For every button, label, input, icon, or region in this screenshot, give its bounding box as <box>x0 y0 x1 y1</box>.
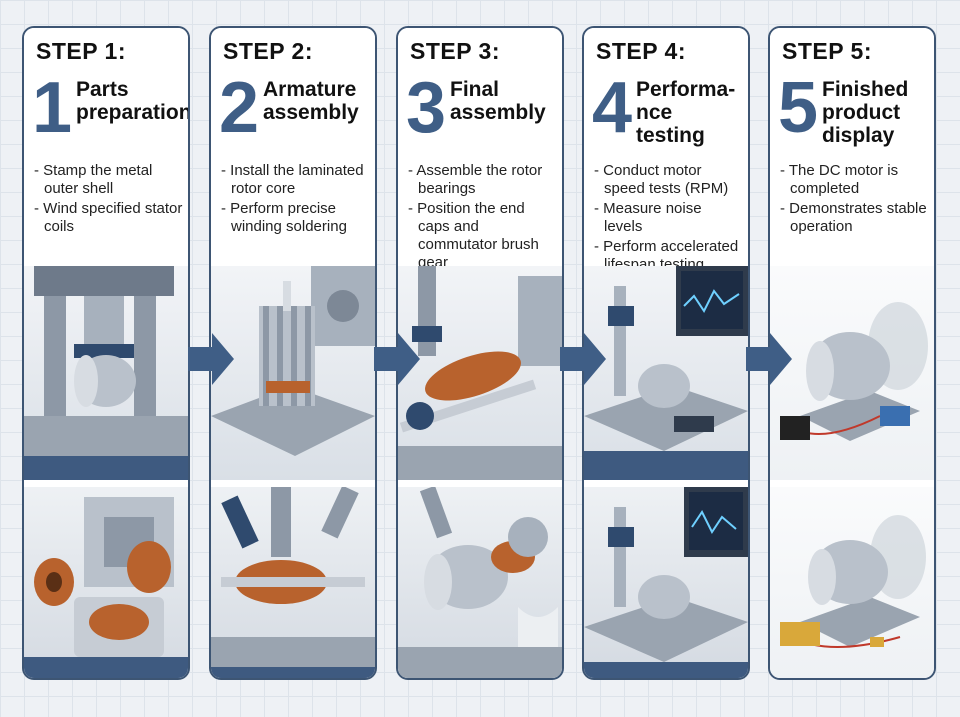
step-number: 2 <box>219 68 260 148</box>
step-title: Parts preparation <box>76 78 190 124</box>
step-header: STEP 1: 1 Parts preparation - Stamp the … <box>24 28 188 266</box>
step-bullets: - Install the laminated rotor core - Per… <box>221 162 371 238</box>
bullet: - Stamp the metal outer shell <box>34 162 153 197</box>
step-number: 5 <box>778 68 819 148</box>
step-header: STEP 3: 3 Final assembly - Assemble the … <box>398 28 562 271</box>
step-card-5: STEP 5: 5 Finished product display - The… <box>768 26 936 680</box>
step-arrow-icon <box>188 333 234 385</box>
step-card-2: STEP 2: 2 Armature assembly - Install th… <box>209 26 377 680</box>
step-title: Final assembly <box>450 78 546 124</box>
step-title: Performa-nce testing <box>636 78 736 147</box>
step-number: 3 <box>406 68 447 148</box>
rotor-bearing-image <box>398 266 562 480</box>
step-card-3: STEP 3: 3 Final assembly - Assemble the … <box>396 26 564 680</box>
bullet: - Assemble the rotor bearings <box>408 162 543 197</box>
step-bullets: - Assemble the rotor bearings - Position… <box>408 162 558 274</box>
step-bullets: - The DC motor is completed - Demonstrat… <box>780 162 930 238</box>
step-label: STEP 2: <box>223 38 313 64</box>
step-card-1: STEP 1: 1 Parts preparation - Stamp the … <box>22 26 190 680</box>
coil-winding-image <box>24 484 188 678</box>
step-label: STEP 1: <box>36 38 126 64</box>
step-number: 1 <box>32 68 73 148</box>
rotor-core-image <box>211 266 375 480</box>
bullet: - Measure noise levels <box>594 200 702 235</box>
step-label: STEP 5: <box>782 38 872 64</box>
finished-motor-image <box>770 266 934 480</box>
step-label: STEP 4: <box>596 38 686 64</box>
step-title: Armature assembly <box>263 78 359 124</box>
step-bullets: - Stamp the metal outer shell - Wind spe… <box>34 162 184 238</box>
bullet: - Conduct motor speed tests (RPM) <box>594 162 729 197</box>
step-header: STEP 5: 5 Finished product display - The… <box>770 28 934 266</box>
speed-test-rig-image <box>584 266 748 480</box>
bullet: - Demonstrates stable operation <box>780 200 927 235</box>
stamping-press-image <box>24 266 188 480</box>
noise-lifespan-test-image <box>584 484 748 678</box>
step-card-4: STEP 4: 4 Performa-nce testing - Conduct… <box>582 26 750 680</box>
winding-soldering-image <box>211 484 375 678</box>
step-arrow-icon <box>746 333 792 385</box>
end-cap-assembly-image <box>398 484 562 678</box>
step-bullets: - Conduct motor speed tests (RPM) - Meas… <box>594 162 744 276</box>
step-title: Finished product display <box>822 78 909 147</box>
step-header: STEP 2: 2 Armature assembly - Install th… <box>211 28 375 266</box>
bullet: - Wind specified stator coils <box>34 200 183 235</box>
step-arrow-icon <box>560 333 606 385</box>
motor-display-image <box>770 484 934 678</box>
step-label: STEP 3: <box>410 38 500 64</box>
bullet: - The DC motor is completed <box>780 162 899 197</box>
bullet: - Perform precise winding soldering <box>221 200 347 235</box>
step-header: STEP 4: 4 Performa-nce testing - Conduct… <box>584 28 748 273</box>
step-arrow-icon <box>374 333 420 385</box>
bullet: - Position the end caps and commutator b… <box>408 200 539 271</box>
step-number: 4 <box>592 68 633 148</box>
bullet: - Install the laminated rotor core <box>221 162 364 197</box>
